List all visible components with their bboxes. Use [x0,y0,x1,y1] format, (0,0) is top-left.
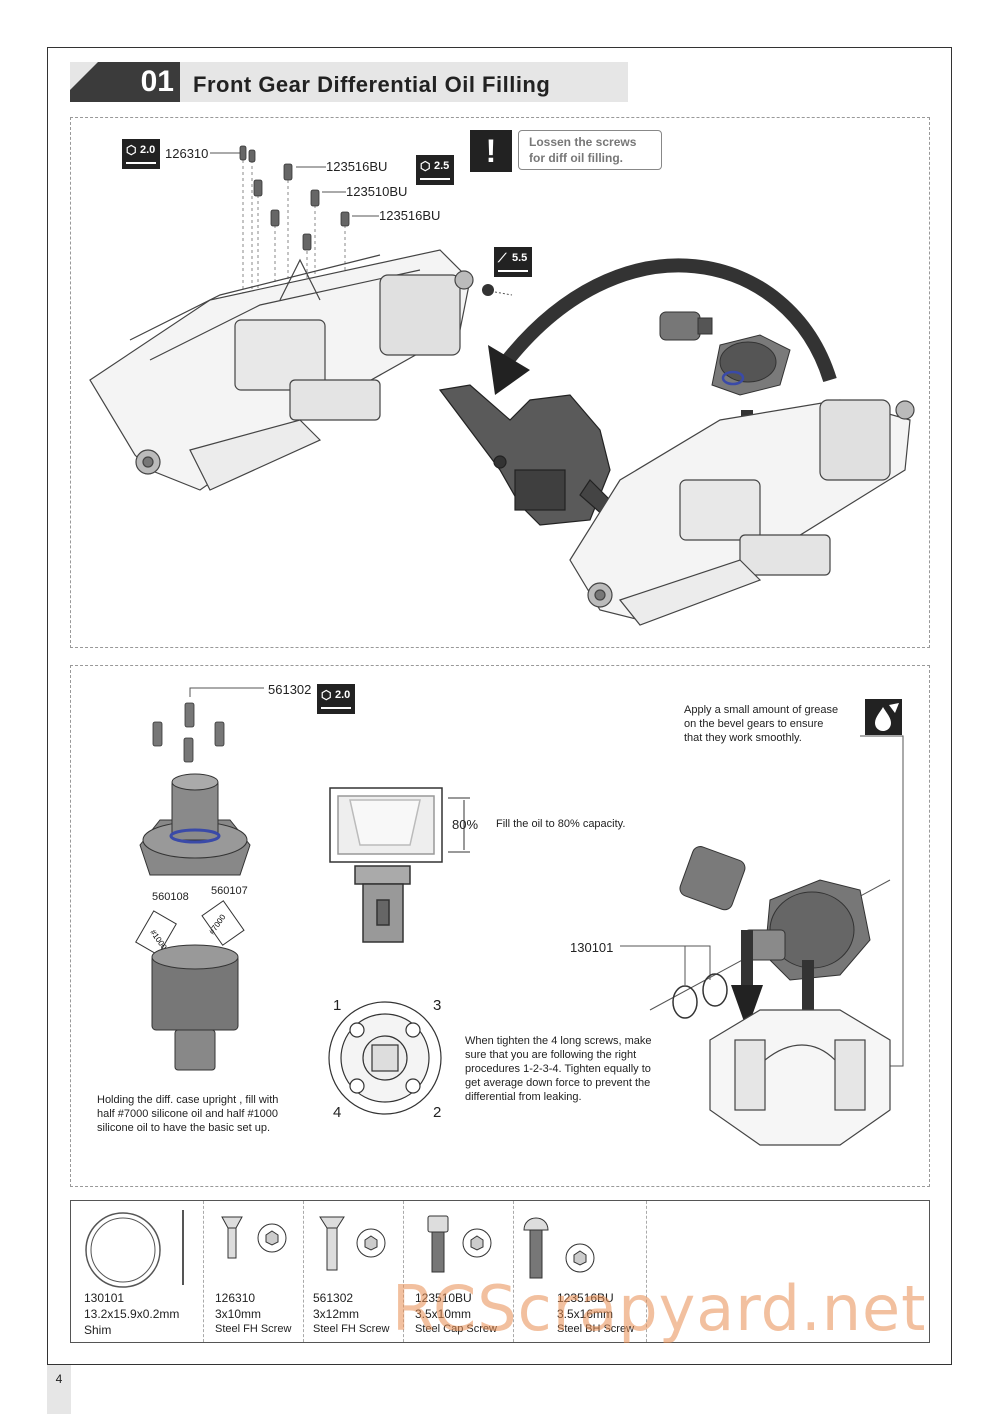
part-label-126310: 126310 [165,146,209,161]
tool-hex-2-5: ⬡2.5 [416,155,454,185]
tool-hex-2-0-b: ⬡2.0 [317,684,355,714]
step-number: 01 [140,65,174,98]
part-label-560108: 560108 [152,891,189,903]
sequence-4: 4 [333,1104,342,1121]
tool-hex-2-0: ⬡2.0 [122,139,160,169]
part-size-126310: 3x10mm [215,1307,262,1321]
grease-note: Apply a small amount of grease on the be… [684,704,839,744]
sequence-3: 3 [433,997,442,1014]
part-label-560107: 560107 [211,885,248,897]
hex-driver-icon: ⬡ [420,159,431,173]
grease-drop-icon [865,699,902,735]
bottom-assembly-panel [70,665,930,1187]
sequence-2: 2 [433,1104,442,1121]
part-desc-130101: Shim [84,1323,112,1337]
parts-cell-126310 [204,1201,304,1342]
warning-note: Lossen the screws for diff oil filling. [518,130,662,170]
page-number: 4 [47,1365,71,1414]
sequence-1: 1 [333,997,342,1014]
parts-cell-561302 [304,1201,404,1342]
part-code-123516bu: 123516BU [557,1291,614,1305]
step-title: Front Gear Differential Oil Filling [193,72,551,97]
parts-cell-123510bu [404,1201,514,1342]
parts-cell-shim [71,1201,204,1342]
part-label-561302: 561302 [268,682,312,697]
part-code-126310: 126310 [215,1291,256,1305]
part-label-123516bu-a: 123516BU [326,159,388,174]
fill-percent: 80% [452,817,479,832]
holding-note: Holding the diff. case upright , fill wi… [97,1094,279,1134]
parts-cell-123516bu [514,1201,647,1342]
part-code-561302: 561302 [313,1291,354,1305]
part-desc-123516bu: Steel BH Screw [557,1323,635,1335]
watermark: RCScrapyard.net [392,1272,927,1345]
exclamation-icon: ! [470,130,512,172]
part-desc-126310: Steel FH Screw [215,1323,292,1335]
tool-nut-5-5: ⟋5.5 [494,247,532,277]
part-code-130101: 130101 [84,1291,125,1305]
part-label-123510bu: 123510BU [346,184,408,199]
part-size-123510bu: 3.5x10mm [415,1307,472,1321]
part-size-561302: 3x12mm [313,1307,360,1321]
part-code-123510bu: 123510BU [415,1291,472,1305]
part-desc-123510bu: Steel Cap Screw [415,1323,497,1335]
top-assembly-panel [70,117,930,648]
tighten-note: When tighten the 4 long screws, make sur… [465,1035,652,1103]
fill-note: Fill the oil to 80% capacity. [496,818,626,830]
part-label-130101: 130101 [570,940,614,955]
hex-driver-icon: ⬡ [126,143,137,157]
part-desc-561302: Steel FH Screw [313,1323,390,1335]
parts-table [70,1200,930,1343]
part-size-130101: 13.2x15.9x0.2mm [84,1307,180,1321]
part-size-123516bu: 3.5x16mm [557,1307,614,1321]
nut-driver-icon: ⟋ [498,251,507,265]
page-frame [47,47,952,1365]
part-label-123516bu-b: 123516BU [379,208,441,223]
hex-driver-icon: ⬡ [321,688,332,702]
